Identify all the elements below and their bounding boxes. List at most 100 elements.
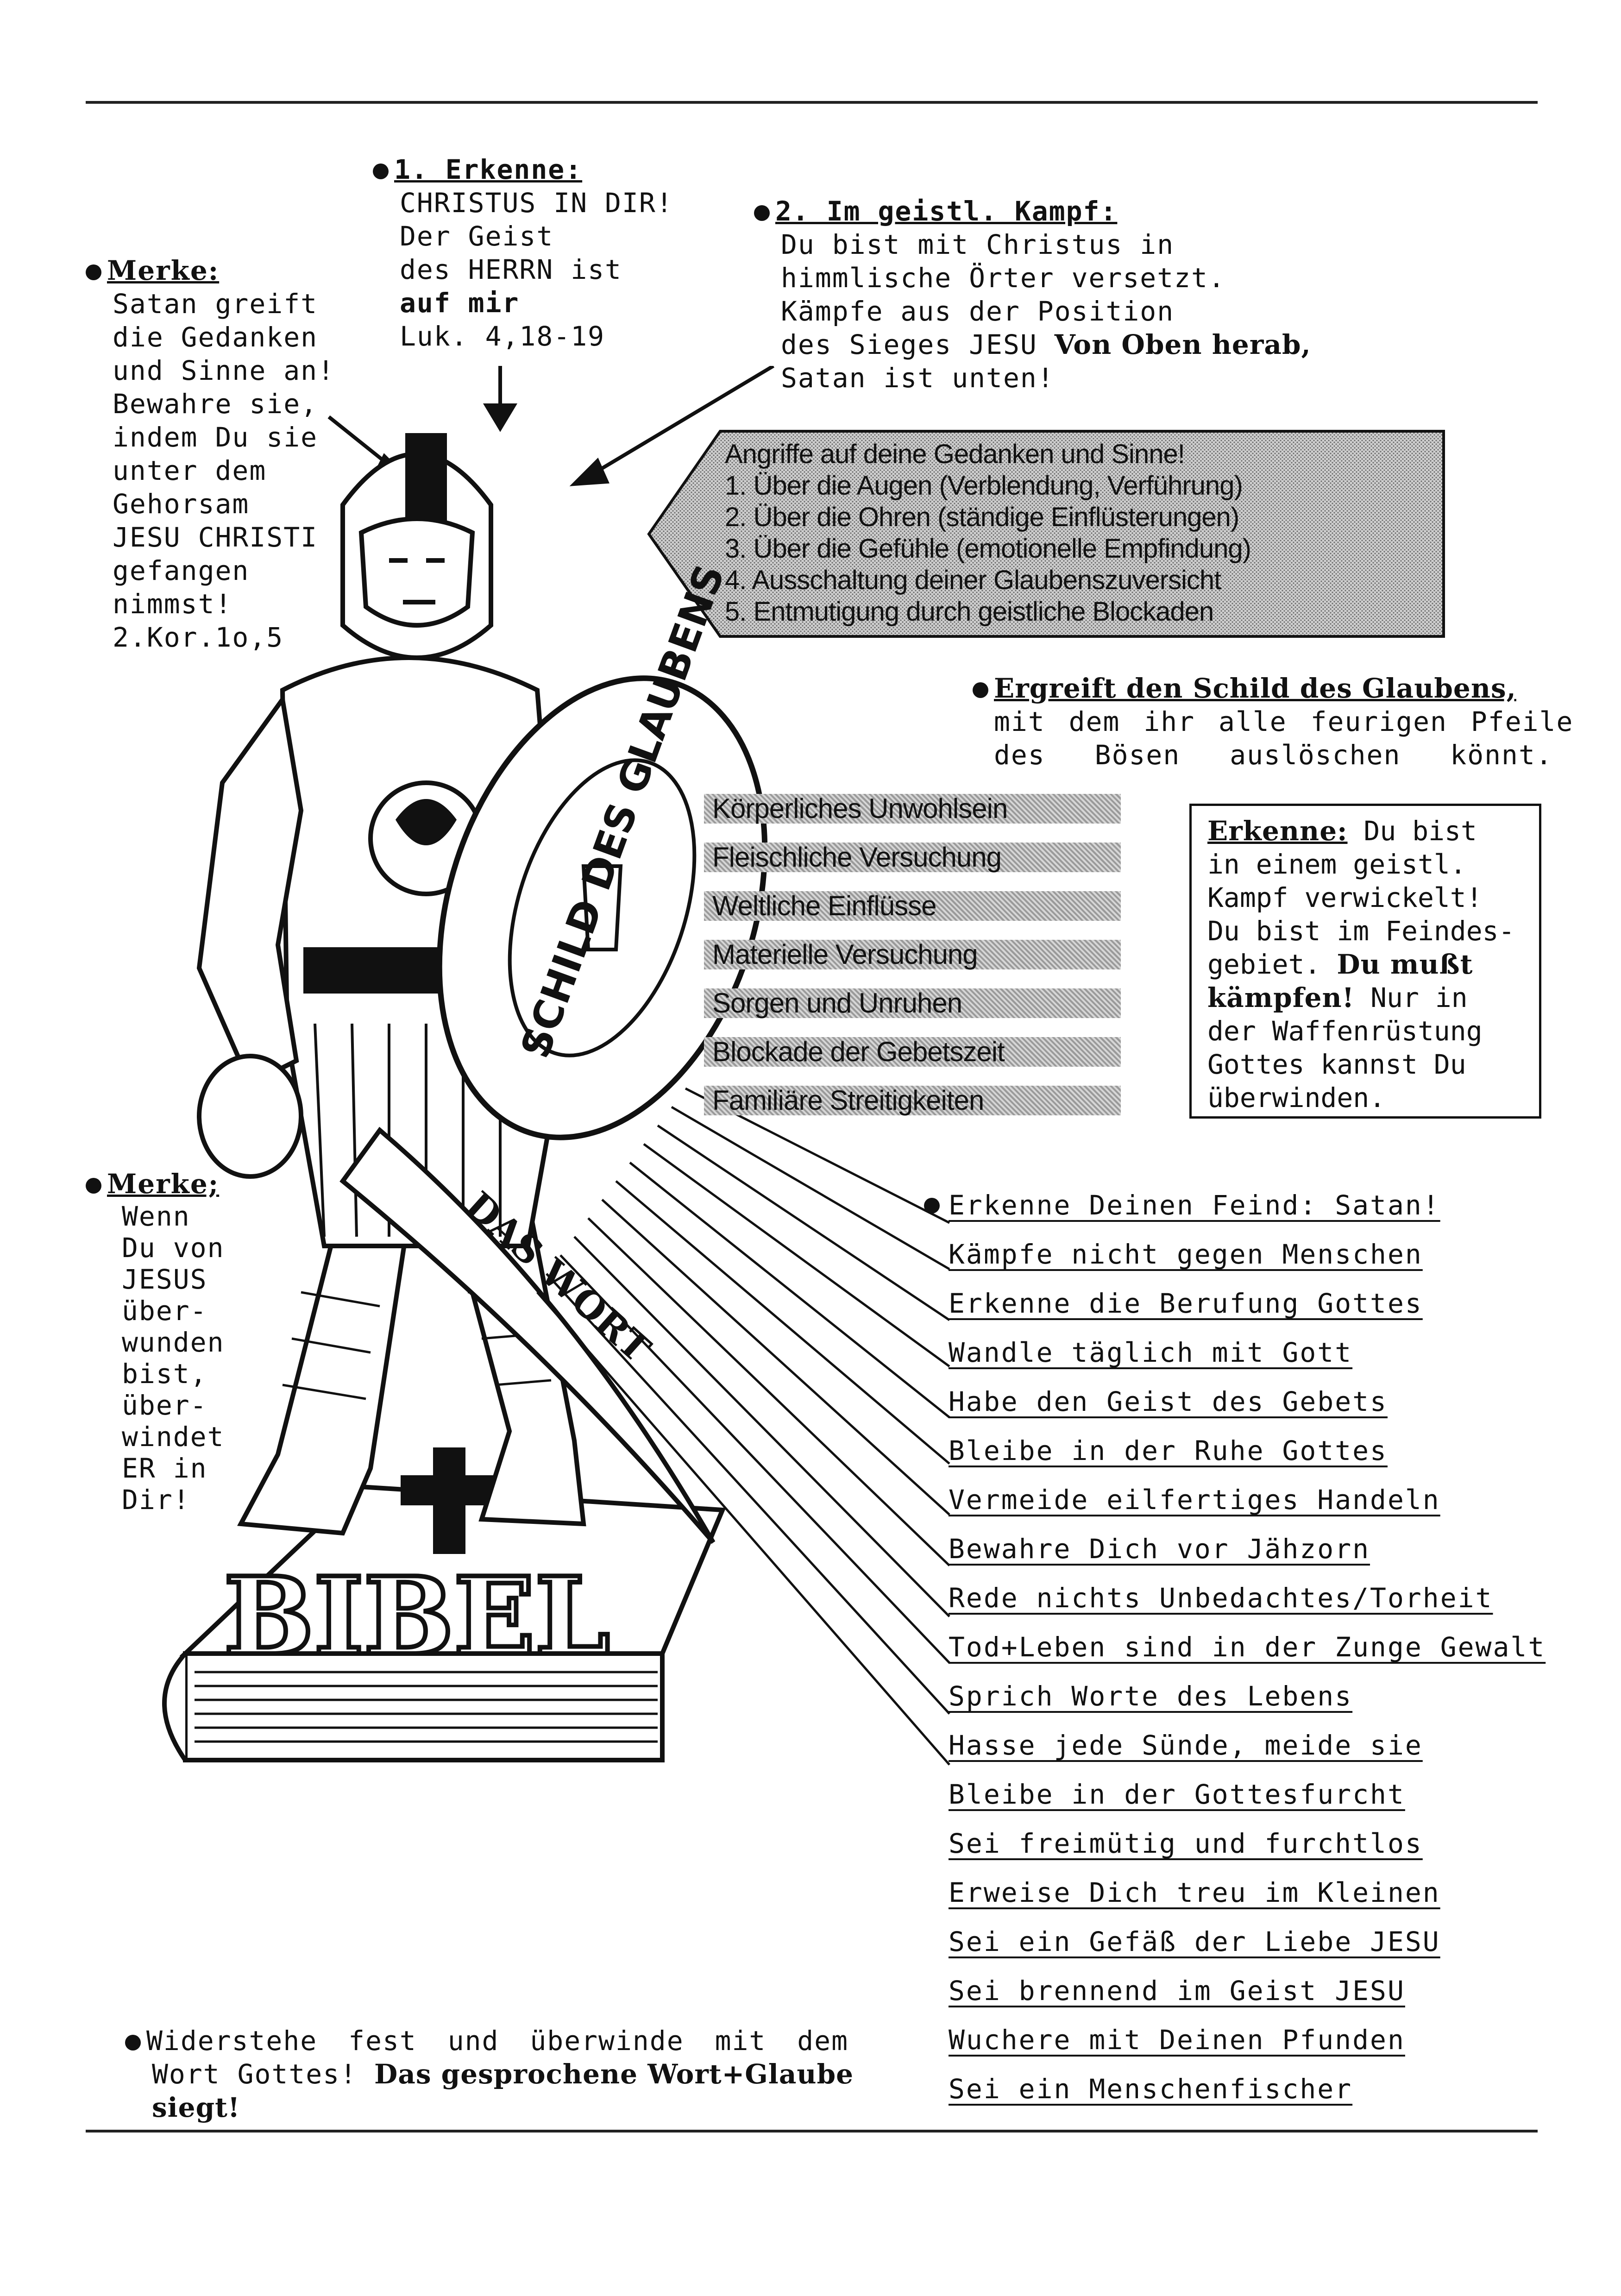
merke-top-line: Satan greift xyxy=(113,288,318,320)
merke-left-line: ER in xyxy=(122,1453,207,1484)
shield-tag: Sorgen und Unruhen xyxy=(704,987,1121,1020)
merke-left-line: windet xyxy=(122,1421,225,1453)
kampf-second-line: Kämpfe aus der Position xyxy=(781,296,1175,327)
shield-tag-label: Blockade der Gebetszeit xyxy=(712,1036,1005,1067)
merke-left-line: Dir! xyxy=(122,1484,190,1516)
shield-tag: Materielle Versuchung xyxy=(704,938,1121,971)
recognize-emphasis: kämpfen! xyxy=(1207,982,1355,1013)
merke-left-line: JESUS xyxy=(122,1264,207,1295)
recognize-heading: Erkenne: xyxy=(1207,815,1348,847)
merke-top-heading: Merke: xyxy=(107,255,220,286)
kampf-second-note: 2. Im geistl. Kampf: Du bist mit Christu… xyxy=(754,195,1311,395)
command-item: Vermeide eilfertiges Handeln xyxy=(949,1484,1440,1516)
erkenne-first-note: 1. Erkenne: CHRISTUS IN DIR! Der Geist d… xyxy=(373,153,673,353)
erkenne-first-line: CHRISTUS IN DIR! xyxy=(400,187,673,219)
attacks-title: Angriffe auf deine Gedanken und Sinne! xyxy=(725,439,1185,469)
command-item: Erweise Dich treu im Kleinen xyxy=(949,1877,1440,1908)
kampf-second-line: Du bist mit Christus in xyxy=(781,229,1175,260)
attacks-item: 5. Entmutigung durch geistliche Blockade… xyxy=(725,597,1214,627)
bullet-icon xyxy=(373,163,389,179)
erkenne-first-line: Der Geist xyxy=(400,220,554,252)
erkenne-first-line: auf mir xyxy=(400,287,520,319)
command-item: Bewahre Dich vor Jähzorn xyxy=(949,1533,1370,1565)
merke-left-line: bist, xyxy=(122,1358,207,1390)
merke-left-line: Du von xyxy=(122,1232,225,1264)
top-rule xyxy=(86,101,1538,104)
bottom-emphasis: Das gesprochene Wort+Glaube xyxy=(374,2058,854,2090)
shield-tag-label: Fleischliche Versuchung xyxy=(712,842,1002,873)
merke-top-line: unter dem xyxy=(113,455,267,486)
attacks-item: 1. Über die Augen (Verblendung, Verführu… xyxy=(725,471,1243,501)
merke-top-line: und Sinne an! xyxy=(113,355,335,386)
shield-tag: Fleischliche Versuchung xyxy=(704,841,1121,874)
bullet-icon xyxy=(924,1198,940,1214)
recognize-line: überwinden. xyxy=(1207,1082,1386,1113)
recognize-emphasis: Du mußt xyxy=(1337,949,1473,980)
merke-top-line: Bewahre sie, xyxy=(113,388,318,420)
merke-top-line: Gehorsam xyxy=(113,488,250,520)
shield-tag: Familiäre Streitigkeiten xyxy=(704,1084,1121,1117)
command-item: Rede nichts Unbedachtes/Torheit xyxy=(949,1582,1493,1614)
bottom-rule xyxy=(86,2130,1538,2132)
shield-faith-line: des Bösen auslöschen könnt. xyxy=(994,739,1553,771)
command-item: Wuchere mit Deinen Pfunden xyxy=(949,2024,1405,2056)
recognize-line: gebiet. xyxy=(1207,949,1337,980)
command-item: Bleibe in der Ruhe Gottes xyxy=(949,1435,1388,1466)
attacks-arrow-box: Angriffe auf deine Gedanken und Sinne! 1… xyxy=(646,428,1447,639)
bullet-icon xyxy=(754,205,770,221)
bullet-icon xyxy=(973,682,988,698)
attacks-item: 2. Über die Ohren (ständige Einflüsterun… xyxy=(725,502,1239,532)
shield-tag: Weltliche Einflüsse xyxy=(704,889,1121,923)
bottom-line: Widerstehe fest und überwinde mit dem xyxy=(146,2025,849,2057)
recognize-line: Nur in xyxy=(1354,982,1468,1013)
recognize-line: Gottes kannst Du xyxy=(1207,1049,1466,1080)
command-item: Tod+Leben sind in der Zunge Gewalt xyxy=(949,1631,1546,1663)
bullet-icon xyxy=(86,264,101,280)
merke-top-line: nimmst! xyxy=(113,588,232,620)
merke-top-line: indem Du sie xyxy=(113,421,318,453)
recognize-line: Kampf verwickelt! xyxy=(1207,882,1483,913)
merke-top-line: JESU CHRISTI xyxy=(113,522,318,553)
merke-top-line: die Gedanken xyxy=(113,321,318,353)
merke-left-line: über- xyxy=(122,1295,207,1327)
shield-tag-label: Familiäre Streitigkeiten xyxy=(712,1085,984,1116)
recognize-line: der Waffenrüstung xyxy=(1207,1015,1483,1047)
attacks-item: 3. Über die Gefühle (emotionelle Empfind… xyxy=(725,534,1251,564)
shield-faith-note: Ergreift den Schild des Glaubens, mit de… xyxy=(973,672,1574,772)
erkenne-first-line: Luk. 4,18-19 xyxy=(400,321,605,352)
recognize-box: Erkenne: Du bist in einem geistl. Kampf … xyxy=(1189,804,1541,1119)
sword-of-word xyxy=(339,1126,716,1544)
kampf-second-heading: 2. Im geistl. Kampf: xyxy=(775,195,1118,227)
kampf-second-line: Satan ist unten! xyxy=(781,362,1055,394)
knight-illustration: BIBEL SCHIL xyxy=(162,366,950,1766)
command-item: Erkenne die Berufung Gottes xyxy=(949,1288,1423,1319)
merke-left-line: Wenn xyxy=(122,1201,190,1232)
recognize-line: Du bist im Feindes- xyxy=(1207,915,1515,947)
erkenne-first-line: des HERRN ist xyxy=(400,254,622,285)
command-item: Habe den Geist des Gebets xyxy=(949,1386,1388,1417)
kampf-second-emphasis: Von Oben herab, xyxy=(1054,329,1311,360)
command-item: Erkenne Deinen Feind: Satan! xyxy=(949,1189,1440,1221)
shield-tag: Körperliches Unwohlsein xyxy=(704,792,1121,825)
kampf-second-line: des Sieges JESU xyxy=(781,329,1055,360)
shield-of-faith xyxy=(436,675,768,1140)
command-item: Sprich Worte des Lebens xyxy=(949,1680,1353,1712)
merke-left-note: Merke; Wenn Du von JESUS über- wunden bi… xyxy=(86,1167,225,1516)
bullet-icon xyxy=(125,2034,141,2051)
bottom-line: Wort Gottes! xyxy=(152,2058,374,2090)
command-item: Sei brennend im Geist JESU xyxy=(949,1975,1405,2007)
bottom-note: Widerstehe fest und überwinde mit dem Wo… xyxy=(125,2024,885,2124)
merke-left-heading: Merke; xyxy=(107,1168,220,1200)
kampf-second-line: himmlische Örter versetzt. xyxy=(781,262,1225,294)
shield-tag-label: Sorgen und Unruhen xyxy=(712,988,962,1019)
shield-faith-heading: Ergreift den Schild des Glaubens, xyxy=(994,673,1516,704)
shield-faith-line: mit dem ihr alle feurigen Pfeile xyxy=(994,706,1574,737)
shield-tag-label: Materielle Versuchung xyxy=(712,939,978,970)
command-item: Sei freimütig und furchtlos xyxy=(949,1828,1423,1859)
command-item: Sei ein Menschenfischer xyxy=(949,2073,1353,2105)
attacks-item: 4. Ausschaltung deiner Glaubenszuversich… xyxy=(725,565,1221,595)
command-item: Wandle täglich mit Gott xyxy=(949,1337,1353,1368)
command-item: Bleibe in der Gottesfurcht xyxy=(949,1779,1405,1810)
ray-lines xyxy=(536,1087,950,1766)
shield-tag-label: Körperliches Unwohlsein xyxy=(712,793,1008,824)
